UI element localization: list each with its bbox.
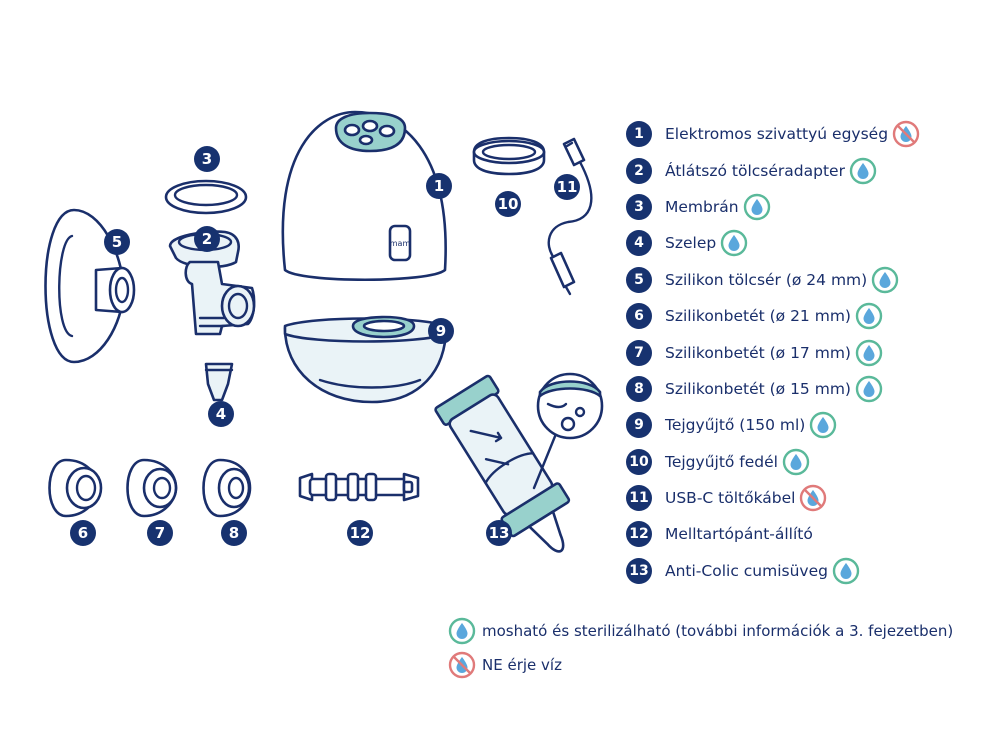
badge-12: 12 (347, 520, 373, 546)
crossed-water-drop-icon (799, 484, 827, 512)
legend-item-3: 3 Membrán (626, 189, 996, 225)
badge-9: 9 (428, 318, 454, 344)
note-no-water: NE érje víz (448, 651, 562, 679)
bra-strap-adjuster-illustration (298, 472, 420, 502)
silicone-insert-15-illustration (202, 458, 252, 518)
water-drop-icon (782, 448, 810, 476)
svg-text:5: 5 (112, 233, 122, 251)
badge-7: 7 (147, 520, 173, 546)
svg-text:2: 2 (202, 230, 212, 248)
device-brand-text: mam (390, 239, 411, 248)
legend-number-badge: 6 (626, 303, 652, 330)
legend-label: Tejgyűjtő fedél (665, 452, 778, 471)
water-drop-icon (743, 193, 771, 221)
legend-label: Membrán (665, 197, 739, 216)
badge-4: 4 (208, 401, 234, 427)
badge-2: 2 (194, 226, 220, 252)
legend-number-badge: 5 (626, 266, 652, 293)
usb-c-cable-illustration (547, 137, 593, 296)
svg-text:3: 3 (202, 150, 212, 168)
legend-item-5: 5 Szilikon tölcsér (ø 24 mm) (626, 262, 996, 298)
milk-collector-illustration (283, 315, 448, 404)
water-drop-icon (855, 302, 883, 330)
membrane-illustration (164, 179, 248, 215)
svg-text:11: 11 (557, 178, 578, 196)
legend-item-12: 12 Melltartópánt-állító (626, 516, 996, 552)
legend-label: Tejgyűjtő (150 ml) (665, 416, 806, 435)
badge-13: 13 (486, 520, 512, 546)
legend-number-badge: 9 (626, 412, 652, 439)
svg-text:9: 9 (436, 322, 446, 340)
legend-number-badge: 13 (626, 557, 652, 584)
legend-item-2: 2 Átlátszó tölcséradapter (626, 152, 996, 188)
legend-item-1: 1 Elektromos szivattyú egység (626, 116, 996, 152)
svg-text:1: 1 (434, 177, 444, 195)
silicone-insert-17-illustration (126, 458, 178, 518)
crossed-water-drop-icon (892, 120, 920, 148)
badge-6: 6 (70, 520, 96, 546)
legend-number-badge: 7 (626, 339, 652, 366)
legend-number-badge: 4 (626, 230, 652, 257)
svg-text:10: 10 (498, 195, 519, 213)
legend-number-badge: 11 (626, 485, 652, 512)
note-washable-text: mosható és sterilizálható (további infor… (482, 622, 954, 640)
legend-number-badge: 3 (626, 193, 652, 220)
legend-number-badge: 2 (626, 157, 652, 184)
legend-label: Anti-Colic cumisüveg (665, 561, 828, 580)
water-drop-icon (855, 375, 883, 403)
water-drop-icon (832, 557, 860, 585)
water-drop-icon (855, 339, 883, 367)
badge-11: 11 (554, 174, 580, 200)
note-no-water-text: NE érje víz (482, 656, 562, 674)
pump-unit-illustration: mam (281, 110, 447, 282)
svg-text:4: 4 (216, 405, 226, 423)
svg-text:13: 13 (489, 524, 510, 542)
svg-text:7: 7 (155, 524, 165, 542)
legend-label: USB-C töltőkábel (665, 489, 796, 508)
legend-item-13: 13 Anti-Colic cumisüveg (626, 553, 996, 589)
legend-item-4: 4 Szelep (626, 225, 996, 261)
legend-number-badge: 12 (626, 521, 652, 548)
legend-number-badge: 8 (626, 375, 652, 402)
collector-lid-illustration (472, 136, 546, 176)
legend-item-8: 8 Szilikonbetét (ø 15 mm) (626, 371, 996, 407)
svg-text:6: 6 (78, 524, 88, 542)
badge-3: 3 (194, 146, 220, 172)
legend-label: Szelep (665, 234, 717, 253)
legend-item-11: 11 USB-C töltőkábel (626, 480, 996, 516)
legend-label: Melltartópánt-állító (665, 525, 813, 544)
badge-5: 5 (104, 229, 130, 255)
legend-label: Szilikonbetét (ø 21 mm) (665, 307, 851, 326)
water-drop-icon (849, 157, 877, 185)
parts-legend: 1 Elektromos szivattyú egység 2 Átlátszó… (626, 116, 996, 589)
legend-label: Szilikonbetét (ø 15 mm) (665, 379, 851, 398)
svg-text:12: 12 (350, 524, 371, 542)
legend-number-badge: 1 (626, 121, 652, 148)
legend-label: Átlátszó tölcséradapter (665, 161, 845, 180)
water-drop-icon (448, 617, 476, 645)
svg-text:8: 8 (229, 524, 239, 542)
legend-label: Szilikonbetét (ø 17 mm) (665, 343, 851, 362)
badge-1: 1 (426, 173, 452, 199)
silicone-funnel-illustration (44, 208, 136, 364)
badge-10: 10 (495, 191, 521, 217)
water-drop-icon (871, 266, 899, 294)
silicone-insert-21-illustration (48, 458, 103, 518)
legend-item-6: 6 Szilikonbetét (ø 21 mm) (626, 298, 996, 334)
legend-item-7: 7 Szilikonbetét (ø 17 mm) (626, 334, 996, 370)
crossed-water-drop-icon (448, 651, 476, 679)
water-drop-icon (809, 411, 837, 439)
legend-item-9: 9 Tejgyűjtő (150 ml) (626, 407, 996, 443)
badge-8: 8 (221, 520, 247, 546)
legend-item-10: 10 Tejgyűjtő fedél (626, 444, 996, 480)
legend-number-badge: 10 (626, 448, 652, 475)
note-washable: mosható és sterilizálható (további infor… (448, 617, 953, 645)
anti-colic-bottle-illustration (434, 372, 604, 553)
water-drop-icon (720, 229, 748, 257)
legend-label: Elektromos szivattyú egység (665, 125, 889, 144)
valve-illustration (204, 362, 234, 402)
parts-illustration: mam (44, 110, 604, 553)
legend-label: Szilikon tölcsér (ø 24 mm) (665, 270, 868, 289)
